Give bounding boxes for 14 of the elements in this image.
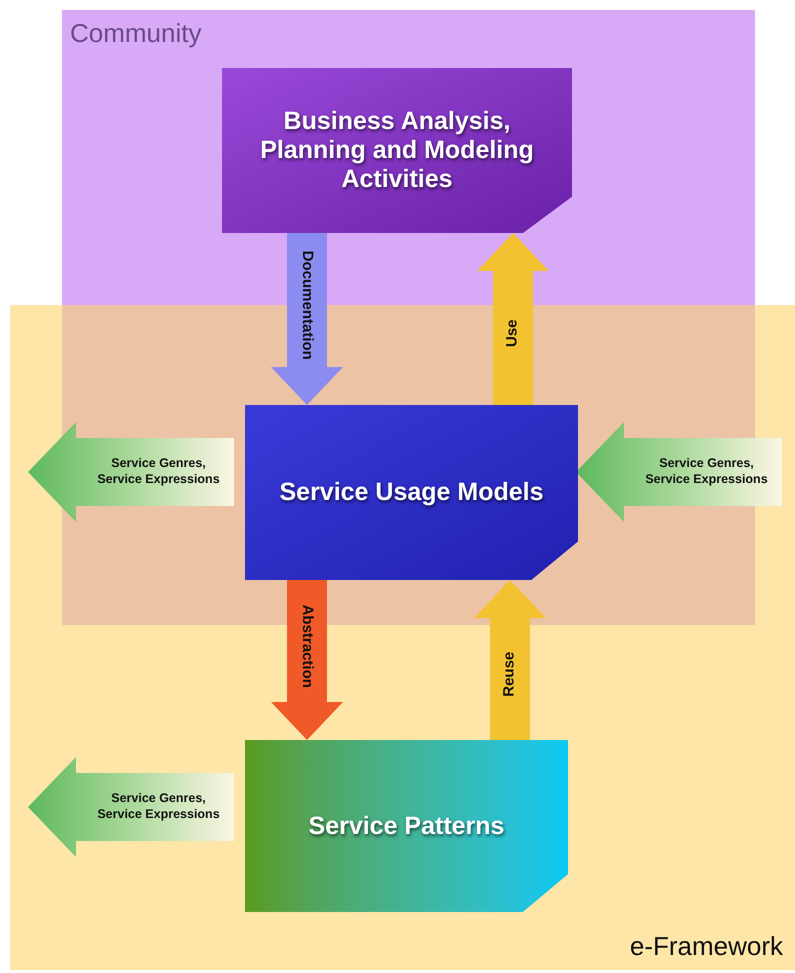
arrow-callout: Service Genres, Service Expressions: [28, 757, 234, 857]
block-arrow: [474, 580, 546, 740]
block-arrow: [271, 233, 343, 405]
edge-label: Abstraction: [298, 604, 318, 688]
region-label: Community: [70, 17, 202, 50]
edge-label: Reuse: [500, 651, 519, 697]
region-label: e-Framework: [630, 930, 783, 963]
edge-label: Documentation: [298, 250, 318, 360]
edge-label: Use: [502, 319, 522, 347]
block-arrow: [477, 233, 549, 405]
process-box: Service Usage Models: [245, 405, 578, 580]
block-arrow: [271, 580, 343, 740]
process-box: Service Patterns: [245, 740, 568, 912]
process-box: Business Analysis, Planning and Modeling Activities: [222, 68, 572, 233]
